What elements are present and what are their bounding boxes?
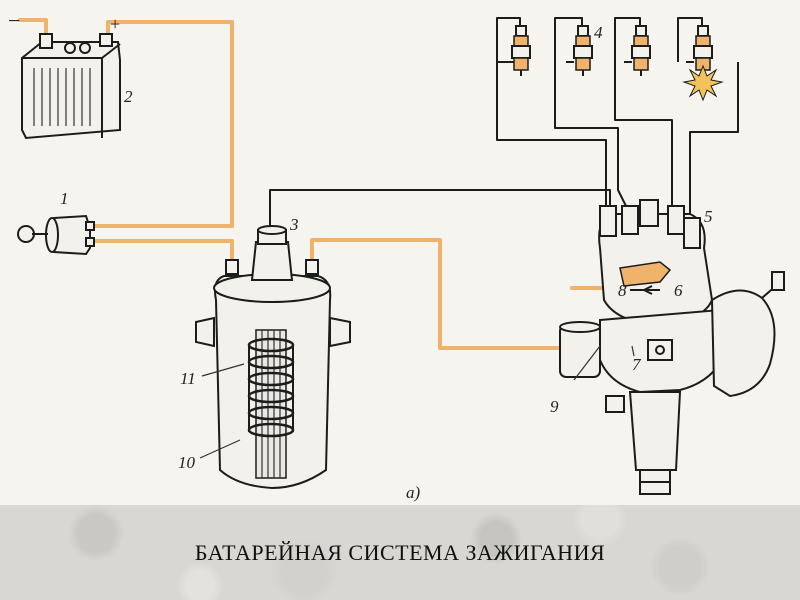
spark-plug-2 bbox=[566, 25, 593, 76]
plug1-lead bbox=[496, 62, 607, 212]
rotor bbox=[619, 261, 672, 287]
distributor bbox=[559, 199, 785, 495]
high-voltage-wires bbox=[269, 17, 739, 232]
labels: − + 2 1 3 4 5 6 7 8 9 10 11 а) bbox=[8, 8, 713, 502]
plug2-lead bbox=[554, 62, 627, 207]
battery-negative-wire bbox=[18, 18, 48, 40]
battery-minus-label: − bbox=[8, 8, 20, 33]
label-1: 1 bbox=[60, 189, 69, 208]
spark-plugs bbox=[506, 25, 724, 102]
key-icon bbox=[17, 225, 35, 243]
plug3-lead bbox=[614, 62, 673, 206]
diagram-svg: − + 2 1 3 4 5 6 7 8 9 10 11 а) bbox=[8, 8, 785, 502]
label-5: 5 bbox=[704, 207, 713, 226]
label-8: 8 bbox=[618, 281, 627, 300]
switch-to-coil-wire bbox=[88, 239, 234, 267]
plug4-lead bbox=[689, 62, 739, 214]
caption-background bbox=[0, 505, 800, 600]
label-6: 6 bbox=[674, 281, 683, 300]
plug2-loop bbox=[554, 17, 583, 62]
vacuum-advance bbox=[710, 289, 776, 398]
spark-icon bbox=[682, 64, 724, 102]
plug4-loop bbox=[677, 17, 703, 62]
label-9: 9 bbox=[550, 397, 559, 416]
label-11: 11 bbox=[180, 369, 196, 388]
label-2: 2 bbox=[124, 87, 133, 106]
spark-plug-4 bbox=[682, 25, 724, 102]
label-10: 10 bbox=[178, 453, 196, 472]
leader-lines bbox=[199, 345, 635, 459]
coil-to-breaker-wire bbox=[310, 238, 624, 350]
ignition-diagram: − + 2 1 3 4 5 6 7 8 9 10 11 а) bbox=[8, 8, 785, 502]
ignition-coil bbox=[195, 225, 351, 490]
figure-label: а) bbox=[406, 483, 421, 502]
label-4: 4 bbox=[594, 23, 603, 42]
plug1-loop bbox=[496, 17, 521, 63]
battery-plus-label: + bbox=[110, 14, 120, 34]
ignition-switch bbox=[17, 214, 95, 256]
label-7: 7 bbox=[632, 355, 642, 374]
slide-caption: БАТАРЕЙНАЯ СИСТЕМА ЗАЖИГАНИЯ bbox=[194, 540, 606, 565]
battery bbox=[21, 33, 121, 140]
battery-positive-wire bbox=[86, 20, 234, 228]
spark-plug-3 bbox=[624, 25, 651, 76]
spark-plug-1 bbox=[506, 25, 531, 76]
coil-to-distributor-wire bbox=[269, 189, 611, 232]
plug3-loop bbox=[614, 17, 641, 62]
label-3: 3 bbox=[289, 215, 299, 234]
